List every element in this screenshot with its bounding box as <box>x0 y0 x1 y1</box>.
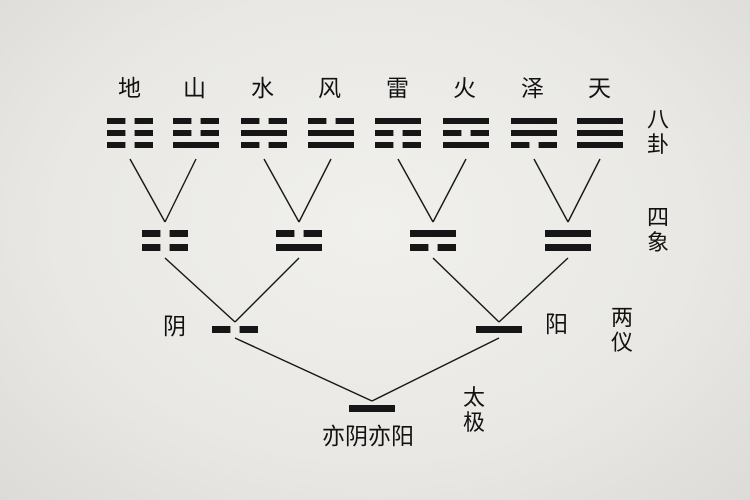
trigram-symbol-solid-line <box>173 142 219 148</box>
level-label-bagua: 八卦 <box>646 108 669 159</box>
trigram-symbol-broken-line <box>443 130 462 136</box>
level-label-taiji: 太极 <box>462 386 485 437</box>
trigram-label-lei: 雷 <box>386 76 409 102</box>
trigram-symbol-broken-line <box>173 130 192 136</box>
trigram-symbol-broken-line <box>134 142 153 148</box>
connector-line <box>298 158 332 223</box>
yin-label: 阴 <box>163 314 186 340</box>
trigram-symbol-broken-line <box>402 142 421 148</box>
connector-line <box>263 158 300 223</box>
connector-line <box>432 257 500 323</box>
trigram-symbol-broken-line <box>375 130 394 136</box>
trigram-symbol-solid-line <box>308 142 354 148</box>
trigram-label-huo: 火 <box>453 76 476 102</box>
connector-line <box>234 257 300 323</box>
sixiang-symbol-broken-line <box>142 244 161 251</box>
trigram-symbol-solid-line <box>577 142 623 148</box>
trigram-label-tian: 天 <box>588 76 611 102</box>
trigram-symbol-broken-line <box>402 130 421 136</box>
sixiang-symbol-solid-line <box>410 230 456 237</box>
connector-line <box>234 337 373 402</box>
trigram-label-ze: 泽 <box>521 76 544 102</box>
sixiang-symbol-broken-line <box>437 244 456 251</box>
trigram-symbol-solid-line <box>443 142 489 148</box>
trigram-symbol-broken-line <box>335 118 354 124</box>
sixiang-symbol-broken-line <box>169 244 188 251</box>
sixiang-symbol-broken-line <box>303 230 322 237</box>
connector-line <box>567 158 601 223</box>
sixiang-symbol-broken-line <box>410 244 429 251</box>
level-label-sixiang: 四象 <box>646 206 669 257</box>
trigram-symbol-solid-line <box>511 118 557 124</box>
trigram-symbol-solid-line <box>577 118 623 124</box>
trigram-label-shan: 山 <box>183 76 206 102</box>
trigram-symbol-broken-line <box>538 142 557 148</box>
yang-symbol-solid-line <box>476 326 522 333</box>
root-label: 亦阴亦阳 <box>322 424 414 450</box>
connector-line <box>164 158 197 223</box>
trigram-label-shui: 水 <box>251 76 274 102</box>
trigram-symbol-broken-line <box>511 142 530 148</box>
connector-line <box>533 158 569 223</box>
sixiang-symbol-broken-line <box>276 230 295 237</box>
trigram-symbol-broken-line <box>200 118 219 124</box>
trigram-symbol-solid-line <box>443 118 489 124</box>
trigram-symbol-broken-line <box>107 118 126 124</box>
yin-symbol-broken-line <box>212 326 231 333</box>
trigram-symbol-broken-line <box>200 130 219 136</box>
trigram-label-feng: 风 <box>318 76 341 102</box>
sixiang-symbol-solid-line <box>276 244 322 251</box>
connector-line <box>164 257 236 323</box>
sixiang-symbol-broken-line <box>169 230 188 237</box>
trigram-symbol-broken-line <box>268 142 287 148</box>
trigram-symbol-broken-line <box>268 118 287 124</box>
trigram-symbol-broken-line <box>134 130 153 136</box>
yin-symbol-broken-line <box>239 326 258 333</box>
trigram-symbol-broken-line <box>308 118 327 124</box>
connector-line <box>432 158 467 223</box>
trigram-label-di: 地 <box>118 76 141 102</box>
trigram-symbol-broken-line <box>241 142 260 148</box>
trigram-symbol-broken-line <box>134 118 153 124</box>
trigram-symbol-solid-line <box>308 130 354 136</box>
level-label-liangyi: 两仪 <box>610 306 633 357</box>
connector-line <box>129 158 166 223</box>
connector-line <box>397 158 434 223</box>
trigram-symbol-solid-line <box>511 130 557 136</box>
sixiang-symbol-broken-line <box>142 230 161 237</box>
trigram-symbol-broken-line <box>470 130 489 136</box>
trigram-symbol-broken-line <box>375 142 394 148</box>
yang-label: 阳 <box>545 312 568 338</box>
sixiang-symbol-solid-line <box>545 244 591 251</box>
trigram-symbol-broken-line <box>241 118 260 124</box>
trigram-symbol-solid-line <box>577 130 623 136</box>
trigram-symbol-solid-line <box>241 130 287 136</box>
connector-line <box>371 337 500 402</box>
sixiang-symbol-solid-line <box>545 230 591 237</box>
connector-line <box>498 257 569 323</box>
trigram-symbol-solid-line <box>375 118 421 124</box>
trigram-symbol-broken-line <box>173 118 192 124</box>
trigram-symbol-broken-line <box>107 142 126 148</box>
trigram-symbol-broken-line <box>107 130 126 136</box>
taiji-symbol-solid-line <box>349 405 395 412</box>
